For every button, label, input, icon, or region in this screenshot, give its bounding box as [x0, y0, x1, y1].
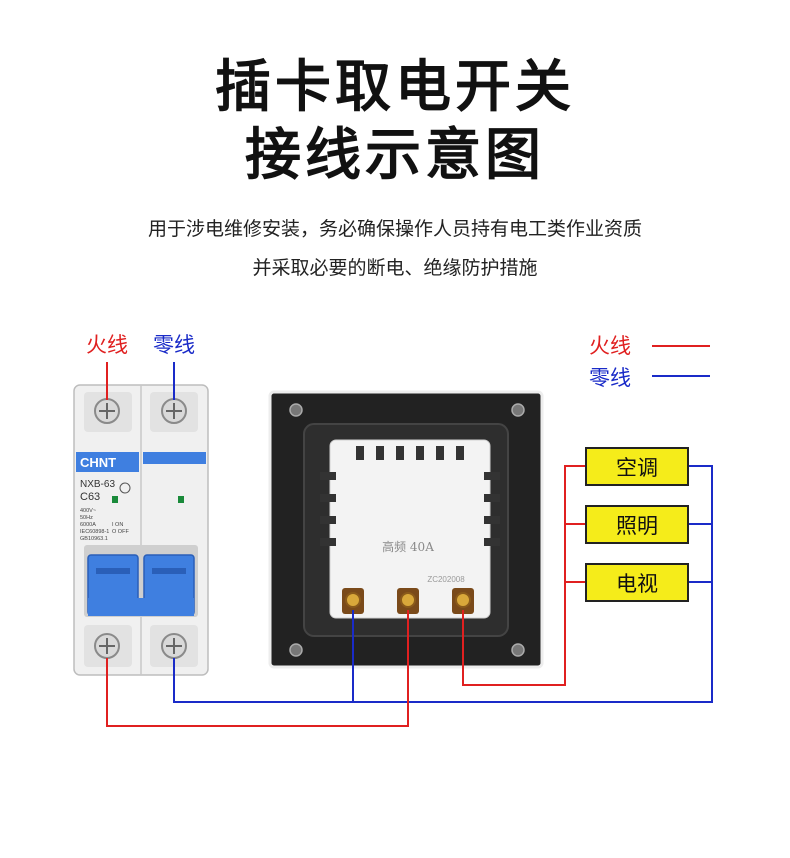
- switch-terminal-1-icon: [345, 592, 361, 608]
- breaker-on-label: I ON: [112, 522, 123, 528]
- load-lighting: 照明: [585, 505, 689, 544]
- load-air-conditioner-label: 空调: [616, 456, 658, 480]
- breaker-brand: CHNT: [80, 455, 116, 470]
- switch-terminal-2-icon: [400, 592, 416, 608]
- breaker-live-label: 火线: [86, 333, 128, 357]
- breaker-rating: C63: [80, 491, 100, 503]
- load-tv: 电视: [585, 563, 689, 602]
- breaker-spec-4: GB10963.1: [80, 536, 108, 542]
- breaker-spec-0: 400V~: [80, 508, 96, 514]
- load-tv-label: 电视: [616, 572, 658, 596]
- load-lighting-label: 照明: [616, 514, 658, 538]
- circuit-breaker: CHNT NXB-63 C63 400V~ 50Hz 6000A IEC6089…: [73, 384, 209, 676]
- legend-neutral-label: 零线: [589, 366, 631, 390]
- legend-live-label: 火线: [589, 334, 631, 358]
- load-air-conditioner: 空调: [585, 447, 689, 486]
- card-power-switch: 高频 40A ZC202008: [268, 390, 544, 669]
- switch-terminal-3-icon: [455, 592, 471, 608]
- breaker-off-label: O OFF: [112, 529, 129, 535]
- title-line-1: 插卡取电开关: [215, 55, 575, 120]
- breaker-model: NXB-63: [80, 479, 115, 490]
- title-line-2: 接线示意图: [245, 123, 545, 188]
- breaker-spec-2: 6000A: [80, 522, 96, 528]
- breaker-neutral-label: 零线: [153, 333, 195, 357]
- wire-neutral-bus: [173, 465, 713, 703]
- subtitle-line-1: 用于涉电维修安装，务必确保操作人员持有电工类作业资质: [147, 218, 642, 240]
- wire-live-load-bus: [462, 465, 586, 686]
- wire-live-switch-in: [106, 610, 409, 727]
- switch-code: ZC202008: [427, 575, 465, 584]
- breaker-spec-1: 50Hz: [80, 515, 93, 521]
- subtitle-line-2: 并采取必要的断电、绝缘防护措施: [252, 257, 538, 279]
- breaker-spec-3: IEC60898-1: [80, 529, 109, 535]
- switch-face-text: 高频 40A: [382, 539, 434, 554]
